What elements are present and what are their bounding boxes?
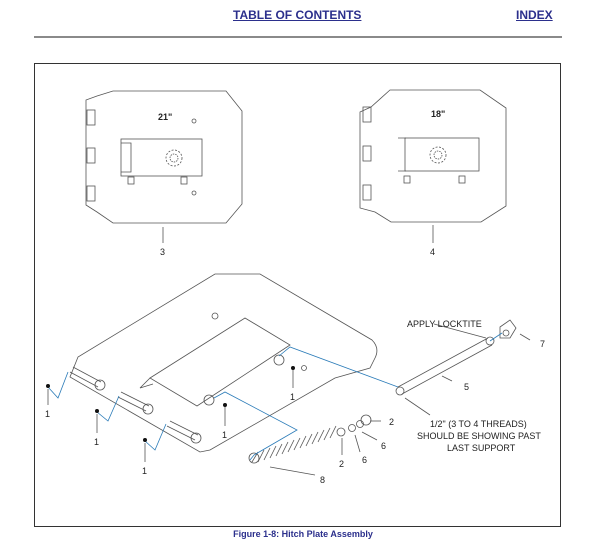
plate-18-size-label: 18" [431,109,445,119]
table-of-contents-link[interactable]: TABLE OF CONTENTS [233,8,362,22]
callout-2-top: 2 [389,417,394,427]
bushing-upper [273,354,285,366]
plate-18-inch [359,89,507,223]
callout-8: 8 [320,475,325,485]
threads-note-line2: SHOULD BE SHOWING PAST [417,431,541,441]
rod-5 [395,336,495,396]
callout-7: 7 [540,339,545,349]
hitch-plate-body [69,273,378,453]
washers [336,414,372,437]
figure-caption: Figure 1-8: Hitch Plate Assembly [233,529,373,539]
index-link[interactable]: INDEX [516,8,553,22]
nut-7 [499,319,517,339]
callout-1d: 1 [222,430,227,440]
threads-note-line3: LAST SUPPORT [447,443,516,453]
callout-6a: 6 [381,441,386,451]
spring-8 [248,425,337,464]
header-divider [34,36,562,38]
callout-6b: 6 [362,455,367,465]
callout-1a: 1 [45,409,50,419]
locktite-note: APPLY LOCKTITE [407,319,482,329]
figure-frame [34,63,561,527]
callout-4: 4 [430,247,435,257]
callout-3: 3 [160,247,165,257]
callout-5: 5 [464,382,469,392]
callout-1c: 1 [142,466,147,476]
plate-21-size-label: 21" [158,112,172,122]
threads-note-line1: 1/2" (3 TO 4 THREADS) [430,419,527,429]
tube-2 [117,391,154,415]
plate-21-inch [85,90,243,224]
bushing-lower [203,394,215,406]
callout-1b: 1 [94,437,99,447]
tube-1 [69,366,106,391]
callout-1e: 1 [290,392,295,402]
callout-2-bottom: 2 [339,459,344,469]
tube-3 [166,420,202,444]
